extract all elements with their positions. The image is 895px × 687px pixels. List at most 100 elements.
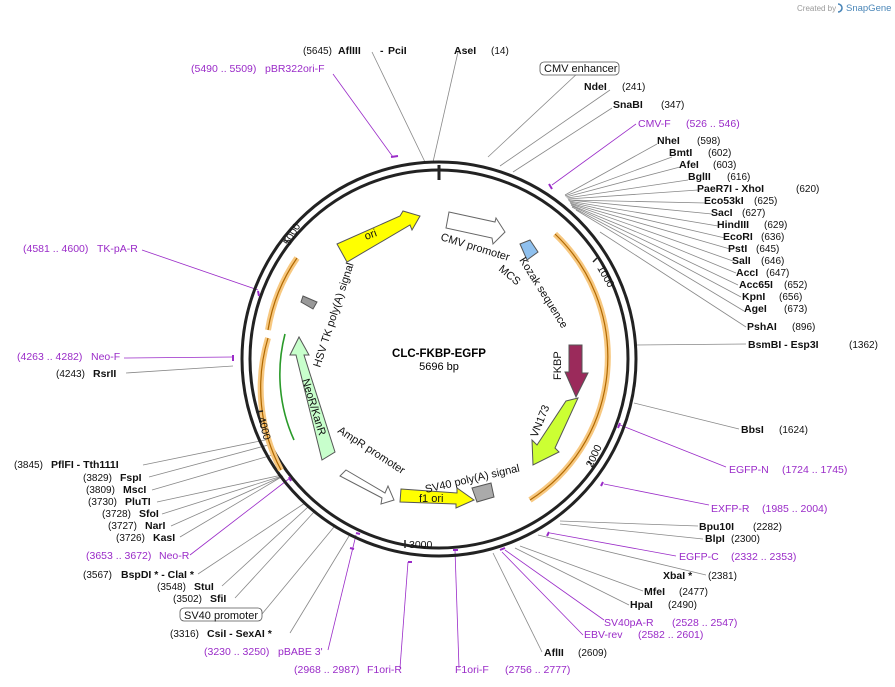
hsv-tk-label: HSV TK poly(A) signal <box>311 261 356 369</box>
ruler-4000: 4000 <box>255 416 273 442</box>
enzyme-name: SalI <box>732 255 751 267</box>
neo-orf-line <box>279 333 295 441</box>
enzyme-pos: (2282) <box>753 522 782 533</box>
enzyme-name: AgeI <box>744 303 767 315</box>
enzyme-pos: (3727) <box>108 521 137 532</box>
cmv-enhancer-box: CMV enhancer <box>539 61 620 76</box>
enzyme-name: KpnI <box>742 291 765 303</box>
sv40-polya-feature <box>471 482 495 503</box>
enzyme-name: BglII <box>688 171 711 183</box>
enzyme-name: MscI <box>123 484 146 496</box>
enzyme-name: Bpu10I <box>699 521 734 533</box>
enzyme-pos: (896) <box>792 322 815 333</box>
enzyme-name: AflII <box>544 647 564 659</box>
enzymes-left: (4243) RsrII (3845) PflFI - Tth111I (382… <box>14 368 273 640</box>
enzyme-name: SfiI <box>210 593 226 605</box>
enzyme-pos: (598) <box>697 136 720 147</box>
enzymes-right: NdeI (241) SnaBI (347) NheI (598) BmtI (… <box>544 81 878 659</box>
primer-range: (2756 .. 2777) <box>505 664 570 676</box>
enzyme-pos: (347) <box>661 100 684 111</box>
ampr-promoter-feature <box>339 469 395 505</box>
cmv-promoter-feature <box>445 211 506 246</box>
enzyme-pos: (645) <box>756 244 779 255</box>
enzyme-pos: (673) <box>784 304 807 315</box>
cmv-enhancer-label: CMV enhancer <box>544 63 618 75</box>
enzyme-pos: (5645) <box>303 46 332 57</box>
enzyme-name: SnaBI <box>613 99 643 111</box>
enzyme-pos: (625) <box>754 196 777 207</box>
enzyme-name: StuI <box>194 581 214 593</box>
enzyme-pos: (647) <box>766 268 789 279</box>
enzyme-name: NheI <box>657 135 680 147</box>
enzyme-pos: (2490) <box>668 600 697 611</box>
enzyme-pos: (646) <box>761 256 784 267</box>
enzyme-pos: (3728) <box>102 509 131 520</box>
vn173-feature <box>531 397 579 466</box>
enzyme-name: CsiI - SexAI * <box>207 628 273 640</box>
enzyme-pos: (2381) <box>708 571 737 582</box>
enzyme-name: BlpI <box>705 533 725 545</box>
primer-range: (3653 .. 3672) <box>86 550 151 562</box>
f1-ori-label: f1 ori <box>419 493 443 505</box>
enzyme-name: BspDI * - ClaI * <box>121 569 195 581</box>
primer-range: (2968 .. 2987) <box>294 664 359 676</box>
enzyme-pos: (636) <box>761 232 784 243</box>
enzyme-name: SacI <box>711 207 733 219</box>
enzyme-pos: (4243) <box>56 369 85 380</box>
primer-name: EGFP-C <box>679 551 719 563</box>
enzyme-pos: (3316) <box>170 629 199 640</box>
enzyme-name: PstI <box>728 243 747 255</box>
hsv-tk-feature <box>300 295 318 310</box>
enzyme-pos: (629) <box>764 220 787 231</box>
enzyme-pos: (602) <box>708 148 731 159</box>
enzyme-name: MfeI <box>644 586 665 598</box>
sv40-promoter-box: SV40 promoter <box>179 607 263 622</box>
primer-name: SV40pA-R <box>604 617 654 629</box>
enzyme-name: PluTI <box>125 496 151 508</box>
primer-name: F1ori-F <box>455 664 489 676</box>
primer-range: (3230 .. 3250) <box>204 646 269 658</box>
primer-leader-lines <box>123 73 727 669</box>
primer-range: (5490 .. 5509) <box>191 63 256 75</box>
primer-range: (4263 .. 4282) <box>17 351 82 363</box>
enzyme-pos: (656) <box>779 292 802 303</box>
enzyme-pos: (652) <box>784 280 807 291</box>
ampr-promoter-label: AmpR promoter <box>335 424 407 477</box>
enzyme-name: SfoI <box>139 508 159 520</box>
enzyme-name: XbaI * <box>663 570 693 582</box>
enzyme-name: RsrII <box>93 368 116 380</box>
enzyme-name: AfeI <box>679 159 699 171</box>
enzyme-name: AflIII <box>338 45 361 57</box>
plasmid-length: 5696 bp <box>419 361 459 373</box>
enzyme-pos: (603) <box>713 160 736 171</box>
enzyme-name: BbsI <box>741 424 764 436</box>
primer-range: (526 .. 546) <box>686 118 740 130</box>
enzyme-pos: (1624) <box>779 425 808 436</box>
sv40-polya-label: SV40 poly(A) signal <box>424 462 521 495</box>
enzyme-pos: (1362) <box>849 340 878 351</box>
enzyme-name: Acc65I <box>739 279 773 291</box>
primer-name: EBV-rev <box>584 629 623 641</box>
fkbp-feature <box>564 344 589 399</box>
primer-name: pBABE 3' <box>278 646 323 658</box>
enzymes-top: (5645) AflIII - PciI AseI (14) <box>303 45 509 57</box>
enzyme-pos: (3567) <box>83 570 112 581</box>
enzyme-pos: (3502) <box>173 594 202 605</box>
outer-strand <box>240 160 638 558</box>
plasmid-name: CLC-FKBP-EGFP <box>392 348 486 360</box>
enzyme-pos: (3548) <box>157 582 186 593</box>
primer-name: EXFP-R <box>711 503 750 515</box>
primer-name: CMV-F <box>638 118 671 130</box>
primers: (5490 .. 5509) pBR322ori-F CMV-F (526 ..… <box>17 63 847 676</box>
enzyme-pos: (627) <box>742 208 765 219</box>
backbone-ring <box>240 160 638 558</box>
enzyme-dash: - <box>380 45 384 57</box>
enzyme-pos: (2609) <box>578 648 607 659</box>
primer-name: EGFP-N <box>729 464 769 476</box>
enzyme-pos: (241) <box>622 82 645 93</box>
enzyme-name: BsmBI - Esp3I <box>748 339 819 351</box>
ori-feature <box>336 210 421 263</box>
enzyme-pos: (3829) <box>83 473 112 484</box>
primer-ticks <box>232 155 621 563</box>
